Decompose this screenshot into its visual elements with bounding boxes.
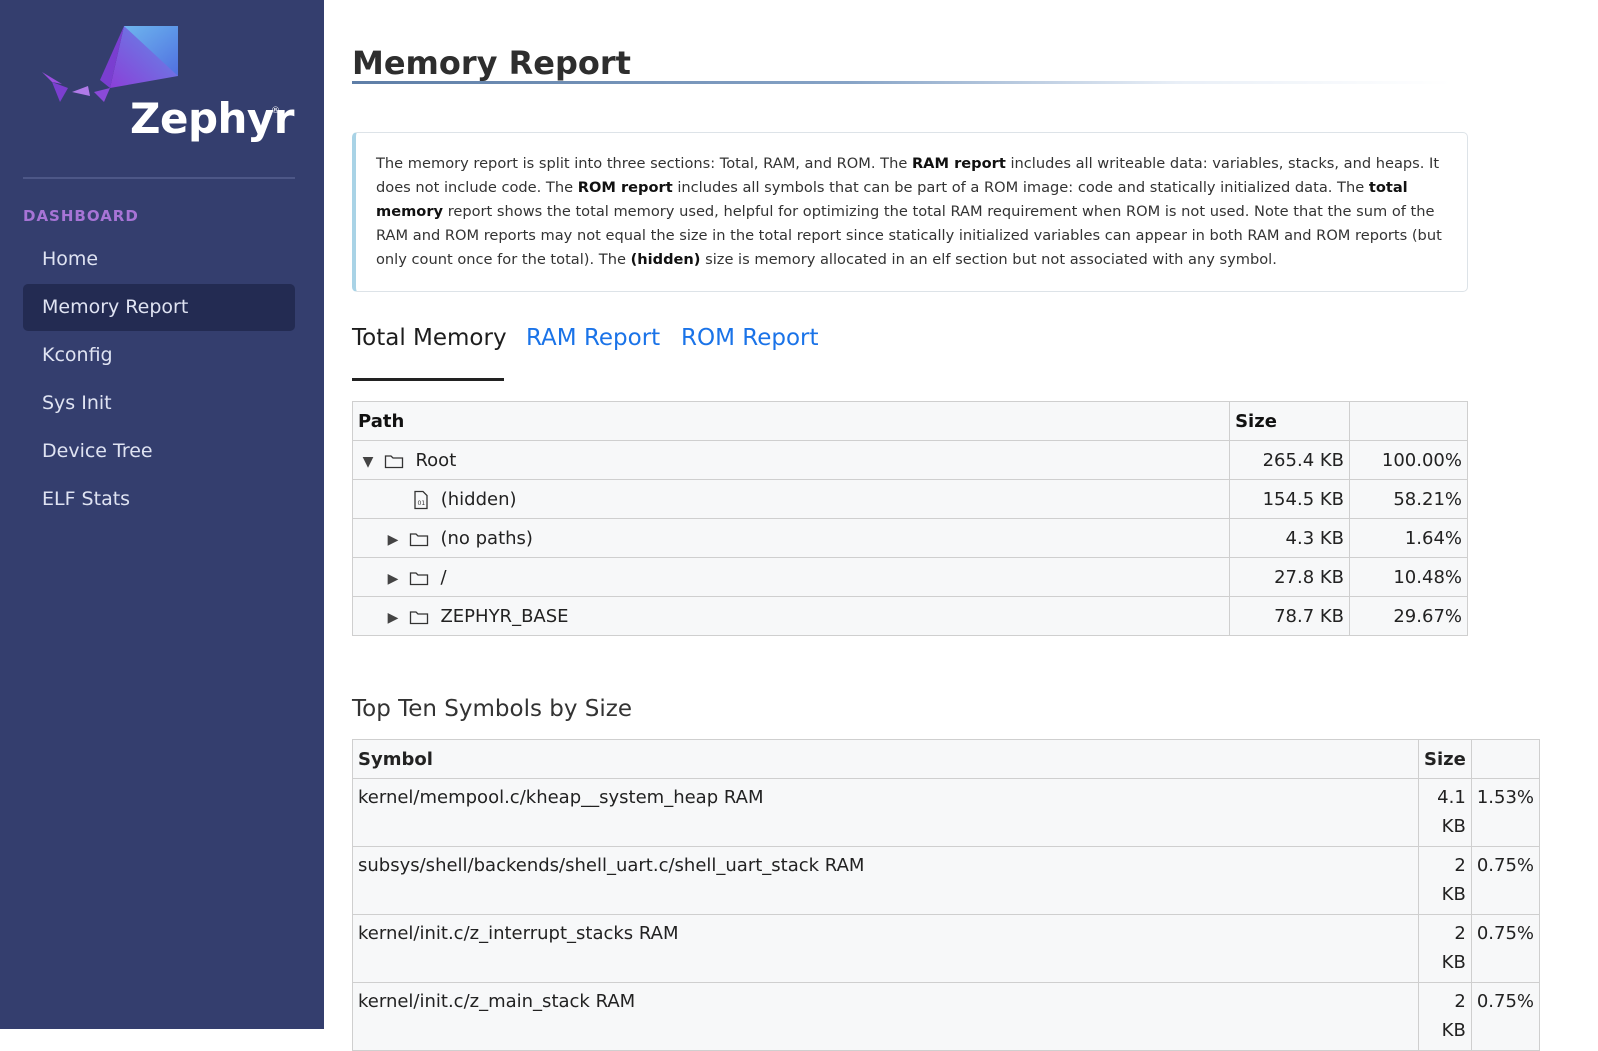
column-header-path[interactable]: Path <box>351 401 1231 441</box>
row-percent: 100.00% <box>1349 440 1468 480</box>
table-row[interactable]: ▶ (no paths) 4.3 KB 1.64% <box>351 518 1468 558</box>
note-text: includes all writeable data: variables, … <box>376 155 1440 196</box>
file-binary-icon: 01 <box>414 490 428 509</box>
column-header-size[interactable]: Size <box>1417 739 1472 779</box>
note-bold-hidden: (hidden) <box>630 251 701 268</box>
report-tabs: Total Memory RAM Report ROM Report <box>352 325 852 381</box>
symbol-percent: 0.75% <box>1470 982 1541 1051</box>
tab-total-memory[interactable]: Total Memory <box>352 325 507 351</box>
row-percent: 29.67% <box>1349 596 1468 636</box>
main-content: Memory Report The memory report is split… <box>351 0 1598 1051</box>
top-symbols-table: Symbol Size kernel/mempool.c/kheap__syst… <box>352 739 1541 1051</box>
row-name: (hidden) <box>440 488 517 510</box>
note-text: includes all symbols that can be part of… <box>672 179 1369 196</box>
path-cell: ▶ / <box>351 557 1231 597</box>
symbol-size-unit: KB <box>1441 1020 1466 1041</box>
path-cell: 01 (hidden) <box>351 479 1231 519</box>
caret-right-icon[interactable]: ▶ <box>387 531 399 548</box>
table-row: subsys/shell/backends/shell_uart.c/shell… <box>352 846 1541 915</box>
note-text: report shows the total memory used, help… <box>376 203 1442 268</box>
symbol-percent: 0.75% <box>1470 846 1541 915</box>
sidebar-item-memory-report[interactable]: Memory Report <box>23 284 295 331</box>
symbol-name: kernel/mempool.c/kheap__system_heap RAM <box>352 778 1419 847</box>
table-row[interactable]: 01 (hidden) 154.5 KB 58.21% <box>351 479 1468 519</box>
page-title: Memory Report <box>352 44 631 82</box>
note-text: The memory report is split into three se… <box>376 155 912 172</box>
symbol-name: subsys/shell/backends/shell_uart.c/shell… <box>352 846 1419 915</box>
column-header-percent[interactable] <box>1349 401 1468 441</box>
sidebar-item-kconfig[interactable]: Kconfig <box>42 344 113 366</box>
note-bold-rom: ROM report <box>577 179 673 196</box>
row-name: ZEPHYR_BASE <box>440 605 569 627</box>
caret-right-icon[interactable]: ▶ <box>387 570 399 587</box>
sidebar: Zephyr ® DASHBOARD Home Memory Report Kc… <box>0 0 324 1029</box>
folder-icon <box>409 532 428 546</box>
title-underline <box>352 81 1452 84</box>
zephyr-logo[interactable]: Zephyr ® <box>38 22 295 152</box>
active-tab-indicator <box>352 378 504 381</box>
folder-icon <box>384 454 403 468</box>
tab-ram-report[interactable]: RAM Report <box>526 325 661 351</box>
note-text: size is memory allocated in an elf secti… <box>700 251 1277 268</box>
path-cell: ▶ ZEPHYR_BASE <box>351 596 1231 636</box>
table-row[interactable]: ▶ / 27.8 KB 10.48% <box>351 557 1468 597</box>
sidebar-item-elf-stats[interactable]: ELF Stats <box>42 488 131 510</box>
row-size: 265.4 KB <box>1229 440 1351 480</box>
row-size: 4.3 KB <box>1229 518 1351 558</box>
sidebar-divider <box>23 177 295 179</box>
sidebar-item-home[interactable]: Home <box>42 248 99 270</box>
symbol-size-value: 2 <box>1454 855 1466 876</box>
row-size: 27.8 KB <box>1229 557 1351 597</box>
zephyr-logo-mark-icon <box>42 26 178 102</box>
svg-text:01: 01 <box>418 500 426 507</box>
registered-mark: ® <box>271 106 280 116</box>
row-name: / <box>440 566 447 588</box>
symbol-percent: 0.75% <box>1470 914 1541 983</box>
folder-icon <box>409 571 428 585</box>
path-cell: ▶ (no paths) <box>351 518 1231 558</box>
note-bold-ram: RAM report <box>911 155 1006 172</box>
note-bold-total: total memory <box>376 179 1408 220</box>
row-percent: 1.64% <box>1349 518 1468 558</box>
row-size: 78.7 KB <box>1229 596 1351 636</box>
folder-icon <box>409 610 428 624</box>
symbol-size-unit: KB <box>1441 952 1466 973</box>
symbol-name: kernel/init.c/z_main_stack RAM <box>352 982 1419 1051</box>
tab-rom-report[interactable]: ROM Report <box>681 325 819 351</box>
info-note: The memory report is split into three se… <box>352 132 1468 292</box>
brand-name: Zephyr <box>130 94 295 143</box>
column-header-symbol[interactable]: Symbol <box>352 739 1419 779</box>
row-name: (no paths) <box>440 527 533 549</box>
symbol-size-value: 2 <box>1454 923 1466 944</box>
symbol-size-value: 4.1 <box>1437 787 1466 808</box>
symbol-size-unit: KB <box>1441 884 1466 905</box>
path-cell: ▼ Root <box>351 440 1231 480</box>
symbol-name: kernel/init.c/z_interrupt_stacks RAM <box>352 914 1419 983</box>
row-name: Root <box>415 449 457 471</box>
caret-right-icon[interactable]: ▶ <box>387 609 399 626</box>
sidebar-item-device-tree[interactable]: Device Tree <box>42 440 153 462</box>
table-row: kernel/mempool.c/kheap__system_heap RAM … <box>352 778 1541 847</box>
row-percent: 10.48% <box>1349 557 1468 597</box>
column-header-percent[interactable] <box>1470 739 1541 779</box>
column-header-size[interactable]: Size <box>1229 401 1351 441</box>
sidebar-section-caption: DASHBOARD <box>23 207 139 225</box>
caret-down-icon[interactable]: ▼ <box>362 453 374 470</box>
row-size: 154.5 KB <box>1229 479 1351 519</box>
table-row[interactable]: ▼ Root 265.4 KB 100.00% <box>351 440 1468 480</box>
memory-tree-table: Path Size ▼ Root 265.4 KB 100.00% 01 (hi… <box>351 401 1468 636</box>
section-title: Top Ten Symbols by Size <box>352 696 633 722</box>
sidebar-item-sys-init[interactable]: Sys Init <box>42 392 112 414</box>
symbol-percent: 1.53% <box>1470 778 1541 847</box>
symbol-size-unit: KB <box>1441 816 1466 837</box>
row-percent: 58.21% <box>1349 479 1468 519</box>
symbol-size-value: 2 <box>1454 991 1466 1012</box>
table-row[interactable]: ▶ ZEPHYR_BASE 78.7 KB 29.67% <box>351 596 1468 636</box>
